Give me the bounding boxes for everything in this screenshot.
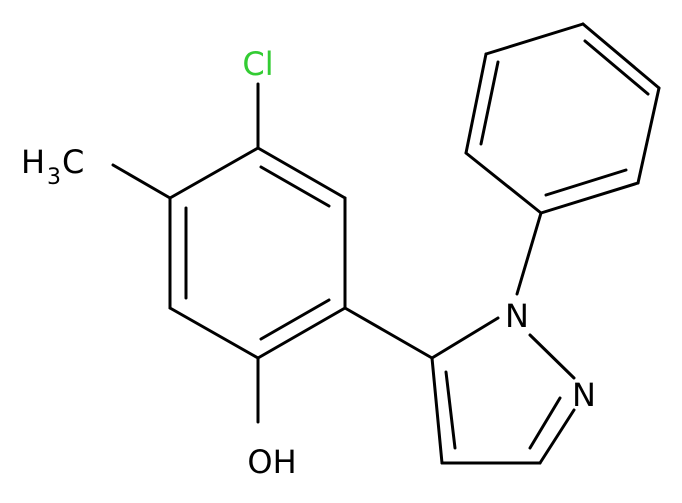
bond-ph4-ph5-inner <box>583 39 650 96</box>
bond-c6-c1 <box>168 146 260 200</box>
hydroxyl-label: OH <box>247 443 296 481</box>
nitrogen-2-label: N <box>572 376 596 414</box>
bond-c4p-c5p <box>430 356 444 465</box>
bond-n2-c3p-inner <box>528 396 562 450</box>
methyl-c-label: C <box>62 143 84 181</box>
nitrogen-1-label: N <box>505 297 529 335</box>
methyl-h-label: H <box>21 143 45 181</box>
bond-ph1-ph2 <box>464 151 543 215</box>
bond-c4p-c5p-inner <box>444 370 457 450</box>
bond-ph6-ph1-inner <box>544 168 628 197</box>
bond-ph4-ph5 <box>581 22 661 90</box>
bond-n1-n2 <box>528 333 576 380</box>
chlorine-label: Cl <box>242 45 273 83</box>
bond-c1-c2-inner <box>259 165 331 208</box>
bond-ph3-ph4 <box>484 22 585 56</box>
bond-n2-c3p <box>538 408 576 465</box>
bond-c6-methyl <box>111 163 172 200</box>
bond-ring-pyrazole <box>343 306 434 360</box>
bond-c1-c2 <box>256 146 347 200</box>
bond-c3-c4-inner <box>259 298 331 341</box>
bond-ph2-ph3-inner <box>479 60 500 146</box>
bond-ph5-ph6 <box>636 86 661 185</box>
bond-ph2-ph3 <box>464 52 488 155</box>
bond-c5p-n1 <box>430 316 500 360</box>
bond-ph6-ph1 <box>539 181 640 215</box>
bond-c3-c4 <box>256 306 347 360</box>
bond-c4-c5 <box>168 306 260 360</box>
bond-n1-phenyl <box>515 211 543 296</box>
methyl-subscript-label: 3 <box>47 165 61 190</box>
